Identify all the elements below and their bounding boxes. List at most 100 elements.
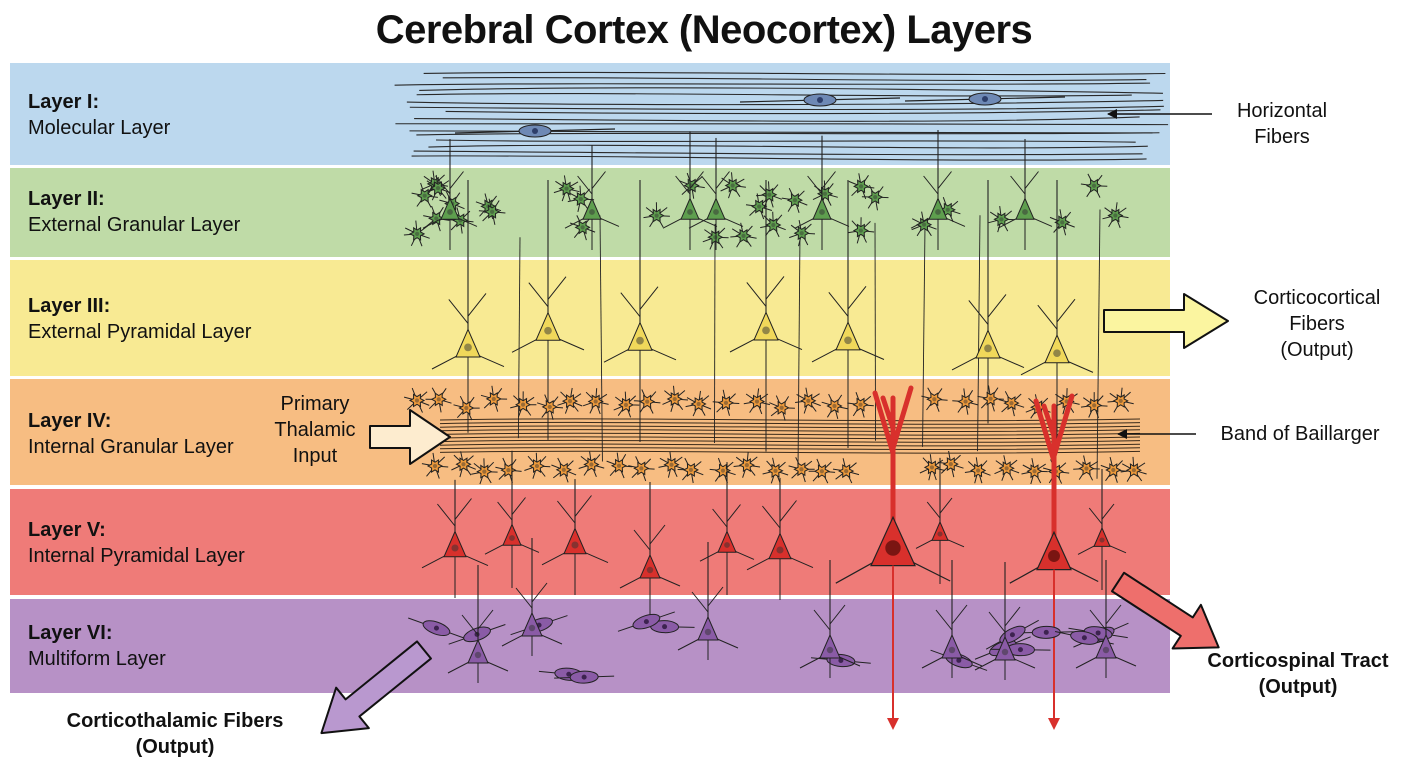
- layer-4-granule-cell-icon: [471, 458, 498, 485]
- layer-5-pyramidal-cell-icon: [484, 450, 540, 588]
- layer-label-3: Layer III: External Pyramidal Layer: [28, 293, 251, 345]
- layer-5-pyramidal-cell-icon: [619, 481, 681, 620]
- corticocortical-arrow-icon: [1103, 293, 1229, 349]
- layer-4-granule-cell-icon: [788, 457, 815, 483]
- layer-5-pyramidal-cell-icon: [1077, 469, 1127, 590]
- layer-4-granule-cell-icon: [662, 385, 689, 412]
- layer-4-granule-cell-icon: [795, 387, 821, 414]
- layer-4-granule-cell-icon: [613, 391, 640, 418]
- thalamic-input-label: Primary Thalamic Input: [262, 391, 368, 469]
- layer-2-granule-cell-icon: [643, 202, 670, 228]
- layer-number: Layer V:: [28, 519, 106, 541]
- layer-2-pyramidal-cell-icon: [564, 145, 620, 250]
- layer-2-pyramidal-cell-icon: [910, 130, 966, 250]
- layer-4-granule-cell-icon: [551, 457, 577, 483]
- thalamic-input-line3: Input: [292, 445, 338, 467]
- corticocortical-line2: Fibers: [1289, 313, 1345, 335]
- layer-4-granule-cell-icon: [921, 387, 948, 412]
- corticothalamic-line2: (Output): [135, 736, 215, 758]
- layer-6-pyramidal-cell-icon: [799, 560, 861, 678]
- layer-4-granule-cell-icon: [964, 457, 991, 484]
- layer-2-granule-cell-icon: [848, 173, 875, 200]
- layer-3-pyramidal-cell-icon: [811, 180, 885, 449]
- layer-name: External Granular Layer: [28, 214, 241, 236]
- thalamic-input-line2: Thalamic: [274, 419, 356, 441]
- layer-4-granule-cell-icon: [847, 392, 874, 418]
- layer-2-granule-cell-icon: [403, 220, 430, 247]
- corticospinal-line1: Corticospinal Tract: [1207, 650, 1389, 672]
- layer-4-granule-cell-icon: [451, 451, 476, 478]
- layer-6-fusiform-cell-icon: [1054, 630, 1114, 645]
- betz-cell-icon: [1009, 393, 1099, 730]
- horizontal-fibers-label: Horizontal Fibers: [1212, 98, 1352, 150]
- layer-6-pyramidal-cell-icon: [974, 562, 1036, 680]
- layer-2-pyramidal-cell-icon: [688, 137, 744, 250]
- layer-5-pyramidal-cell-icon: [421, 479, 489, 598]
- corticocortical-label: Corticocortical Fibers (Output): [1226, 285, 1408, 363]
- layer-4-granule-cell-icon: [524, 452, 551, 479]
- corticospinal-arrow-icon: [1111, 571, 1220, 650]
- layer-4-granule-cell-icon: [733, 451, 761, 478]
- layer-4-granule-cell-icon: [1021, 458, 1048, 485]
- layer-band-5: [10, 489, 1170, 595]
- layer-4-granule-cell-icon: [977, 385, 1004, 412]
- layer-2-granule-cell-icon: [760, 211, 786, 238]
- layer-3-pyramidal-cell-icon: [1020, 180, 1094, 452]
- layer-6-fusiform-cell-icon: [408, 617, 465, 639]
- layer-2-granule-cell-icon: [988, 206, 1015, 233]
- layer-4-granule-cell-icon: [495, 457, 522, 483]
- layer-4-granule-cell-icon: [762, 457, 789, 484]
- layer-2-pyramidal-cell-icon: [662, 131, 718, 250]
- layer-label-4: Layer IV: Internal Granular Layer: [28, 408, 234, 460]
- layer-6-fusiform-cell-icon: [617, 611, 675, 632]
- layer-5-pyramidal-cell-icon: [699, 462, 755, 595]
- layer-2-granule-cell-icon: [730, 222, 757, 248]
- layer-name: External Pyramidal Layer: [28, 321, 252, 343]
- layer-2-granule-cell-icon: [755, 181, 782, 208]
- layer-number: Layer II:: [28, 188, 105, 210]
- layer-4-granule-cell-icon: [712, 389, 740, 416]
- layer-3-pyramidal-cell-icon: [951, 180, 1025, 424]
- layer-4-granule-cell-icon: [480, 385, 508, 412]
- layer-4-granule-cell-icon: [743, 388, 771, 415]
- layer-2-pyramidal-cell-icon: [794, 135, 850, 250]
- layer-5-pyramidal-cell-icon: [915, 457, 965, 584]
- layer-4-granule-cell-icon: [421, 452, 449, 479]
- layer-2-granule-cell-icon: [411, 182, 438, 208]
- layer-2-granule-cell-icon: [1080, 173, 1108, 198]
- layer-6-pyramidal-cell-icon: [1075, 560, 1137, 678]
- layer-label-2: Layer II: External Granular Layer: [28, 186, 240, 238]
- layer-label-5: Layer V: Internal Pyramidal Layer: [28, 517, 245, 569]
- corticocortical-line1: Corticocortical: [1253, 287, 1381, 309]
- layer-2-granule-cell-icon: [847, 217, 875, 244]
- layer-6-fusiform-cell-icon: [810, 653, 871, 668]
- layer-number: Layer I:: [28, 91, 100, 113]
- layer-2-granule-cell-icon: [789, 220, 816, 247]
- layer-4-granule-cell-icon: [937, 450, 964, 478]
- fusiform-neuron-icon: [454, 124, 616, 138]
- layer-4-granule-cell-icon: [808, 458, 836, 484]
- layer-3-pyramidal-cell-icon: [729, 180, 803, 452]
- layer-2-granule-cell-icon: [446, 207, 474, 234]
- layer-4-granule-cell-icon: [1080, 392, 1108, 419]
- layer-4-granule-cell-icon: [578, 451, 605, 477]
- layer-2-granule-cell-icon: [720, 172, 746, 199]
- layer-4-granule-cell-icon: [658, 451, 685, 478]
- thalamic-input-line1: Primary: [280, 393, 350, 415]
- layer-6-pyramidal-cell-icon: [677, 542, 739, 660]
- fusiform-neuron-icon: [739, 93, 901, 107]
- layer-2-granule-cell-icon: [861, 184, 889, 211]
- layer-2-granule-cell-icon: [1102, 202, 1129, 229]
- band-of-baillarger-label: Band of Baillarger: [1220, 423, 1380, 445]
- layer-label-6: Layer VI: Multiform Layer: [28, 620, 166, 672]
- layer-2-pyramidal-cell-icon: [422, 139, 478, 250]
- layer-4-granule-cell-icon: [952, 388, 979, 415]
- layer-4-granule-cell-icon: [769, 395, 795, 421]
- layer-2-granule-cell-icon: [781, 187, 808, 213]
- layer-name: Molecular Layer: [28, 117, 171, 139]
- corticothalamic-label: Corticothalamic Fibers (Output): [36, 708, 314, 760]
- layer-4-granule-cell-icon: [1100, 456, 1127, 483]
- layer-4-granule-cell-icon: [557, 387, 583, 414]
- apical-dendrites: [517, 209, 1101, 479]
- layer-4-granule-cell-icon: [998, 391, 1025, 417]
